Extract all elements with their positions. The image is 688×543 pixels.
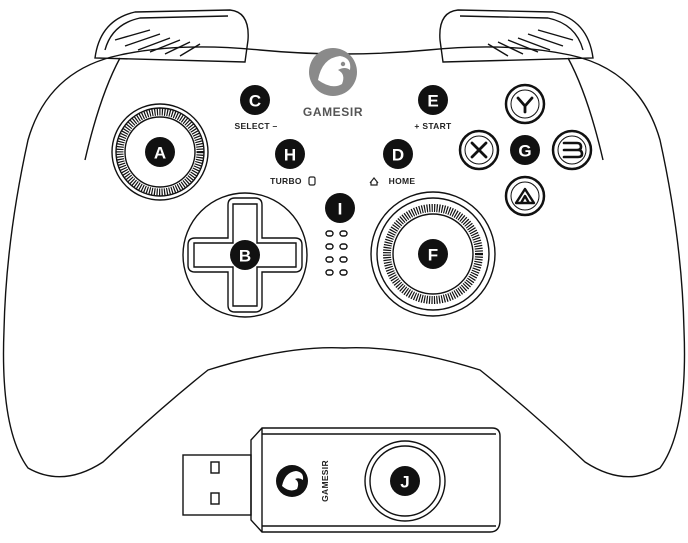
svg-text:C: C [249, 92, 261, 111]
svg-text:F: F [428, 246, 438, 265]
start-caption: + START [414, 121, 452, 131]
turbo-caption: TURBO [270, 176, 302, 186]
callout-e: E [418, 85, 448, 115]
callout-f: F [418, 239, 448, 269]
svg-text:J: J [400, 473, 409, 492]
home-icon [369, 177, 379, 186]
callout-c: C [240, 85, 270, 115]
callout-i: I [325, 193, 355, 223]
callout-j: J [390, 466, 420, 496]
svg-text:I: I [338, 200, 343, 219]
usb-dongle: GAMESIR [182, 427, 501, 533]
callout-d: D [383, 139, 413, 169]
svg-text:A: A [154, 144, 166, 163]
right-bumper [439, 9, 594, 63]
face-button-x [458, 129, 500, 171]
dongle-gamesir-logo [276, 465, 308, 497]
callout-h: H [275, 139, 305, 169]
svg-text:G: G [518, 142, 531, 161]
callout-b: B [230, 240, 260, 270]
y-symbol-icon [516, 96, 534, 114]
a-symbol-icon [514, 187, 536, 205]
select-caption: SELECT – [234, 121, 277, 131]
face-button-b [551, 129, 593, 171]
right-joystick [370, 191, 496, 317]
turbo-icon [308, 176, 316, 186]
dongle-brand: GAMESIR [320, 460, 330, 502]
svg-text:H: H [284, 146, 296, 165]
left-bumper [94, 9, 249, 63]
face-button-y [504, 83, 546, 125]
face-button-a [504, 175, 546, 217]
svg-text:B: B [239, 247, 251, 266]
svg-text:D: D [392, 146, 404, 165]
callout-a: A [145, 137, 175, 167]
left-joystick [111, 103, 209, 201]
gamesir-logo: GAMESIR [303, 48, 363, 119]
svg-text:E: E [427, 92, 438, 111]
x-symbol-icon [470, 141, 488, 159]
brand-name: GAMESIR [303, 105, 363, 119]
callout-g: G [510, 135, 540, 165]
home-caption: HOME [389, 176, 416, 186]
player-led-indicators [325, 230, 348, 276]
controller-body [2, 46, 686, 478]
b-symbol-icon [562, 141, 584, 159]
dpad [182, 192, 308, 318]
